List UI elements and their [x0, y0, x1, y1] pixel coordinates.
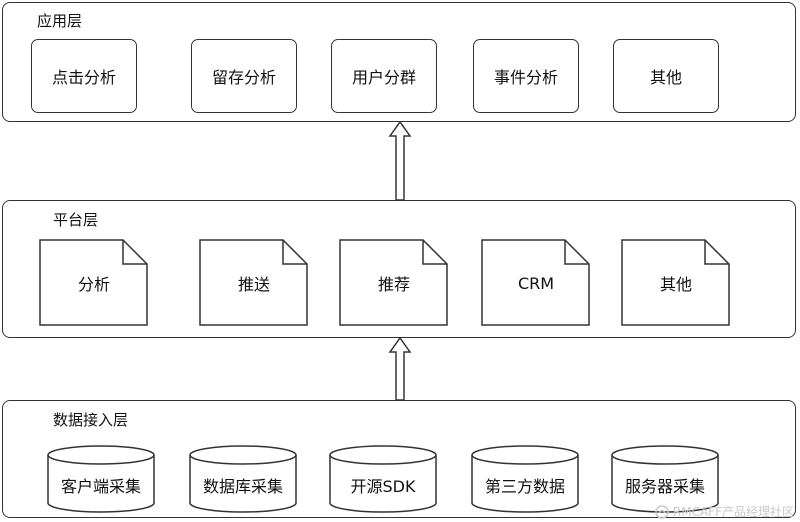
app-item-event-analysis: 事件分析	[473, 39, 579, 113]
arrow-up-platform-to-app	[388, 120, 412, 201]
data-item-label: 服务器采集	[624, 477, 705, 496]
app-item-user-segmentation: 用户分群	[331, 39, 437, 113]
app-item-retention-analysis: 留存分析	[191, 39, 297, 113]
platform-layer: 平台层 分析 推送 推荐 CRM 其他	[2, 200, 796, 338]
watermark: RMCAFF产品经理社区	[655, 503, 794, 520]
platform-item-label: 分析	[77, 275, 110, 294]
platform-item-other: 其他	[621, 239, 731, 327]
watermark-text: RMCAFF产品经理社区	[672, 505, 794, 519]
cylinder-shape	[329, 445, 437, 513]
data-item-third-party-data: 第三方数据	[471, 445, 579, 513]
data-item-open-source-sdk: 开源SDK	[329, 445, 437, 513]
data-item-label: 数据库采集	[202, 477, 283, 496]
data-item-label: 开源SDK	[350, 477, 416, 496]
document-shape	[621, 239, 730, 326]
cylinder-shape	[611, 445, 719, 513]
data-item-server-collection: 服务器采集	[611, 445, 719, 513]
data-item-label: 第三方数据	[484, 477, 565, 496]
arrow-up-data-to-platform	[388, 336, 412, 401]
application-layer: 应用层 点击分析 留存分析 用户分群 事件分析 其他	[2, 2, 796, 122]
document-shape	[39, 239, 148, 326]
document-shape	[339, 239, 448, 326]
platform-item-label: 推送	[237, 275, 270, 294]
platform-item-label: CRM	[517, 273, 555, 293]
data-item-database-collection: 数据库采集	[189, 445, 297, 513]
app-item-click-analysis: 点击分析	[31, 39, 137, 113]
platform-item-label: 其他	[659, 275, 692, 294]
platform-item-push: 推送	[199, 239, 309, 327]
platform-item-label: 推荐	[377, 275, 410, 294]
rmcaff-logo-icon	[655, 504, 669, 519]
document-shape	[481, 239, 590, 326]
platform-layer-title: 平台层	[53, 211, 99, 229]
cylinder-shape	[471, 445, 579, 513]
platform-item-analysis: 分析	[39, 239, 149, 327]
platform-item-crm: CRM	[481, 239, 591, 327]
cylinder-shape	[47, 445, 155, 513]
application-layer-title: 应用层	[37, 12, 83, 30]
app-item-other: 其他	[613, 39, 719, 113]
data-item-label: 客户端采集	[60, 477, 141, 496]
data-item-client-collection: 客户端采集	[47, 445, 155, 513]
cylinder-shape	[189, 445, 297, 513]
document-shape	[199, 239, 308, 326]
data-ingestion-layer: 数据接入层 客户端采集 数据库采集 开源SDK 第三方数据 服务器采集	[2, 400, 796, 518]
data-ingestion-layer-title: 数据接入层	[53, 411, 129, 429]
platform-item-recommendation: 推荐	[339, 239, 449, 327]
